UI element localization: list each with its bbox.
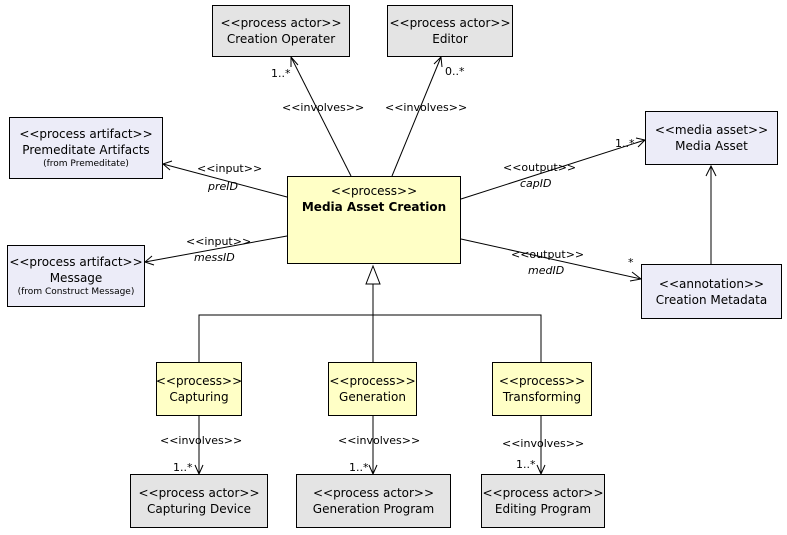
output-label: <<output>> [511,248,585,261]
multiplicity-label: 1..* [349,461,369,474]
node-creation-operater[interactable]: <<process actor>> Creation Operater [212,5,350,57]
stereotype-label: <<media asset>> [654,123,769,137]
involves-label: <<involves>> [385,101,468,114]
stereotype-label: <<annotation>> [658,276,765,291]
involves-label: <<involves>> [160,434,243,447]
node-editor[interactable]: <<process actor>> Editor [387,5,513,57]
stereotype-label: <<process>> [329,374,416,388]
node-editing-program[interactable]: <<process actor>> Editing Program [481,474,605,528]
generalization-triangle [365,264,381,285]
multiplicity-label: 1..* [615,137,635,150]
stereotype-label: <<process artifact>> [9,255,143,269]
node-name: Editor [432,32,468,46]
edge-output-creation-metadata [460,238,642,280]
stereotype-label: <<process actor>> [220,16,342,30]
multiplicity-label: 1..* [271,67,291,80]
node-name: Generation [339,390,406,404]
node-name: Media Asset Creation [301,200,447,214]
stereotype-label: <<process>> [498,374,586,388]
node-transforming[interactable]: <<process>> Transforming [492,362,592,416]
edge-output-media-asset [460,139,646,200]
stereotype-label: <<process artifact>> [19,127,153,141]
role-label: preID [208,180,238,193]
node-name: Capturing Device [146,502,251,516]
node-name: Generation Program [312,502,435,516]
node-name: Media Asset [675,139,748,153]
node-media-asset-creation[interactable]: <<process>> Media Asset Creation [287,176,461,264]
node-premeditate-artifacts[interactable]: <<process artifact>> Premeditate Artifac… [9,117,163,179]
multiplicity-label: 1..* [516,458,536,471]
node-origin: (from Construct Message) [17,287,135,297]
multiplicity-label: * [628,256,634,269]
role-label: medID [528,264,565,277]
stereotype-label: <<process actor>> [312,486,435,500]
node-capturing-device[interactable]: <<process actor>> Capturing Device [130,474,268,528]
input-label: <<input>> [197,162,263,175]
node-name: Creation Metadata [655,292,768,307]
role-label: capID [520,177,552,190]
role-label: messID [194,251,235,264]
node-generation-program[interactable]: <<process actor>> Generation Program [296,474,451,528]
node-origin: (from Premeditate) [43,159,129,169]
node-media-asset[interactable]: <<media asset>> Media Asset [645,111,778,165]
edge-generalization-bar [198,314,542,362]
edge-input-premeditate [162,163,288,198]
node-name: Transforming [502,390,582,404]
multiplicity-label: 0..* [445,65,465,78]
edge-involves-editor [391,56,442,177]
node-generation[interactable]: <<process>> Generation [328,362,417,416]
input-label: <<input>> [186,235,252,248]
stereotype-label: <<process actor>> [138,486,260,500]
node-capturing[interactable]: <<process>> Capturing [156,362,242,416]
edge-involves-creation-operater [290,56,352,177]
involves-label: <<involves>> [338,434,421,447]
node-creation-metadata[interactable]: <<annotation>> Creation Metadata [641,264,782,319]
node-name: Creation Operater [226,32,336,46]
node-name: Editing Program [494,502,592,516]
stereotype-label: <<process actor>> [482,486,604,500]
node-message[interactable]: <<process artifact>> Message (from Const… [7,245,145,307]
involves-label: <<involves>> [502,437,585,450]
involves-label: <<involves>> [282,101,365,114]
node-name: Capturing [169,390,229,404]
stereotype-label: <<process>> [330,184,418,198]
output-label: <<output>> [503,161,577,174]
node-name: Premeditate Artifacts [22,143,150,157]
edge-input-message [144,235,288,263]
stereotype-label: <<process>> [155,374,243,388]
multiplicity-label: 1..* [173,461,193,474]
stereotype-label: <<process actor>> [389,16,511,30]
node-name: Message [49,271,103,285]
